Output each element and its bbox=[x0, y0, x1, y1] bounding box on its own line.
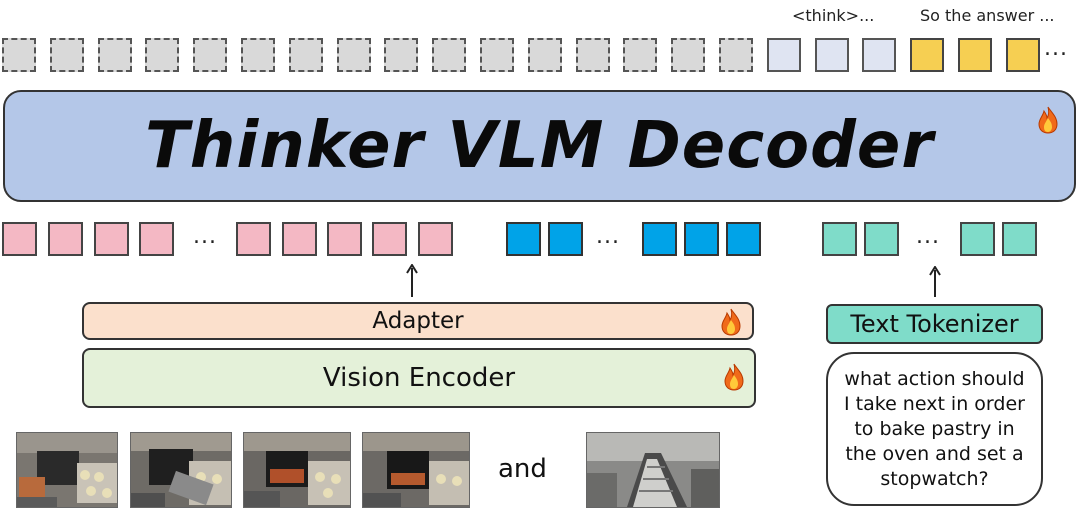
input-token-teal bbox=[822, 222, 857, 256]
output-token-think bbox=[862, 38, 897, 72]
video-frame-3 bbox=[243, 432, 351, 508]
text-tokenizer-box: Text Tokenizer bbox=[826, 304, 1043, 344]
adapter-label: Adapter bbox=[372, 308, 464, 334]
vision-encoder-label: Vision Encoder bbox=[322, 363, 516, 393]
output-token-gray bbox=[384, 38, 419, 72]
output-token-gray bbox=[480, 38, 514, 72]
input-token-pink bbox=[139, 222, 174, 256]
question-bubble: what action should I take next in order … bbox=[826, 352, 1043, 506]
output-token-gray bbox=[97, 38, 132, 72]
input-token-teal bbox=[1002, 222, 1037, 256]
input-token-teal bbox=[960, 222, 995, 256]
output-token-gray bbox=[432, 38, 467, 72]
question-text: what action should I take next in order … bbox=[844, 367, 1025, 490]
think-label: <think>... bbox=[792, 6, 875, 25]
output-token-gray bbox=[241, 38, 275, 72]
input-token-blue bbox=[642, 222, 677, 256]
output-token-gray bbox=[145, 38, 180, 72]
input-token-pink bbox=[2, 222, 37, 256]
decoder-title: Thinker VLM Decoder bbox=[145, 109, 934, 183]
video-frame-1 bbox=[16, 432, 118, 508]
output-token-gray bbox=[671, 38, 706, 72]
input-token-pink bbox=[48, 222, 83, 256]
output-token-answer bbox=[1005, 38, 1040, 72]
fire-icon bbox=[1038, 106, 1058, 134]
input-token-blue bbox=[506, 222, 541, 256]
thinker-vlm-decoder: Thinker VLM Decoder bbox=[3, 90, 1076, 202]
input-token-blue bbox=[684, 222, 719, 256]
input-token-pink bbox=[372, 222, 407, 256]
and-connector: and bbox=[498, 454, 547, 484]
pink-dots: ... bbox=[193, 224, 217, 249]
output-token-gray bbox=[719, 38, 753, 72]
blue-dots: ... bbox=[596, 224, 620, 249]
up-arrow-icon bbox=[406, 264, 418, 297]
output-token-gray bbox=[288, 38, 323, 72]
output-token-gray bbox=[49, 38, 84, 72]
up-arrow-icon bbox=[929, 266, 941, 297]
vision-encoder-box: Vision Encoder bbox=[82, 348, 756, 408]
output-token-answer bbox=[958, 38, 992, 72]
teal-dots: ... bbox=[916, 224, 940, 249]
input-token-pink bbox=[327, 222, 362, 256]
output-token-gray bbox=[623, 38, 658, 72]
adapter-box: Adapter bbox=[82, 302, 754, 340]
output-token-think bbox=[766, 38, 801, 72]
output-token-think bbox=[814, 38, 849, 72]
input-token-blue bbox=[548, 222, 583, 256]
input-token-pink bbox=[94, 222, 129, 256]
fire-icon bbox=[724, 363, 744, 391]
output-token-gray bbox=[336, 38, 371, 72]
fire-icon bbox=[721, 308, 741, 336]
output-trailing-dots: ... bbox=[1044, 36, 1068, 61]
output-token-gray bbox=[193, 38, 228, 72]
input-token-teal bbox=[864, 222, 899, 256]
input-token-pink bbox=[282, 222, 317, 256]
output-token-gray bbox=[575, 38, 610, 72]
input-token-blue bbox=[726, 222, 761, 256]
output-token-gray bbox=[2, 38, 36, 72]
input-token-pink bbox=[236, 222, 271, 256]
video-frame-2 bbox=[130, 432, 232, 508]
video-frame-4 bbox=[362, 432, 470, 508]
video-frame-5 bbox=[586, 432, 720, 508]
text-tokenizer-label: Text Tokenizer bbox=[850, 310, 1019, 338]
answer-label: So the answer ... bbox=[920, 6, 1055, 25]
input-token-pink bbox=[418, 222, 453, 256]
output-token-gray bbox=[527, 38, 562, 72]
output-token-answer bbox=[910, 38, 945, 72]
